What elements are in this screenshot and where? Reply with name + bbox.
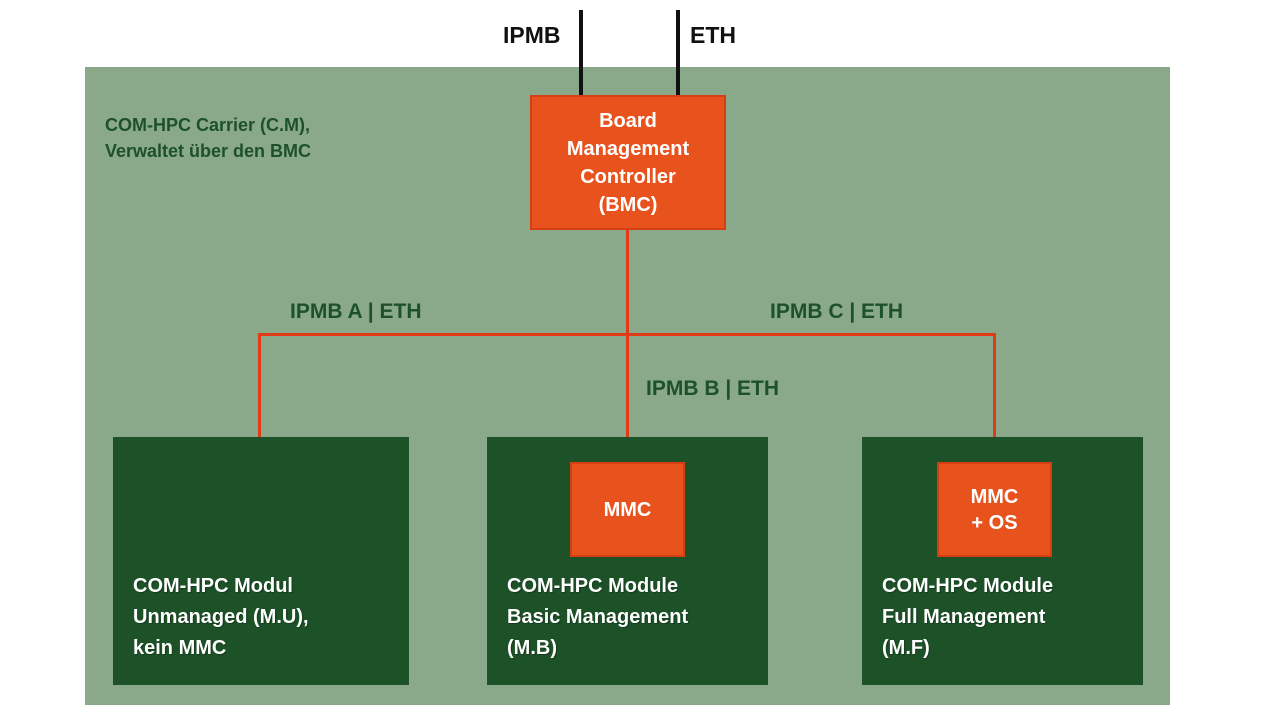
- bus-drop-right-line: [993, 333, 996, 462]
- bmc-line4: (BMC): [598, 194, 658, 216]
- bus-horizontal-line: [258, 333, 996, 336]
- carrier-label-line1: COM-HPC Carrier (C.M),: [105, 115, 311, 135]
- mmc-os-chip: MMC + OS: [937, 462, 1052, 557]
- bus-label-ipmb-a: IPMB A | ETH: [290, 300, 422, 323]
- bus-label-ipmb-b: IPMB B | ETH: [646, 377, 780, 400]
- module-unmanaged-line1: COM-HPC Modul: [133, 575, 293, 597]
- module-basic-label: COM-HPC Module Basic Management (M.B): [507, 571, 688, 664]
- ipmb-top-line: [579, 10, 583, 98]
- module-basic-line2: Basic Management: [507, 606, 689, 628]
- bus-drop-left-line: [258, 333, 261, 437]
- mmc-chip: MMC: [570, 462, 685, 557]
- carrier-label-line2: Verwaltet über den BMC: [105, 141, 312, 161]
- module-full-line3: (M.F): [882, 637, 930, 659]
- bmc-line3: Controller: [580, 166, 676, 188]
- module-basic: MMC COM-HPC Module Basic Management (M.B…: [487, 437, 768, 685]
- module-unmanaged: COM-HPC Modul Unmanaged (M.U), kein MMC: [113, 437, 409, 685]
- bus-label-ipmb-c: IPMB C | ETH: [770, 300, 904, 323]
- bmc-box: Board Management Controller (BMC): [530, 95, 726, 230]
- module-unmanaged-line3: kein MMC: [133, 637, 227, 659]
- bmc-line1: Board: [599, 110, 657, 132]
- module-basic-line3: (M.B): [507, 637, 557, 659]
- bmc-line2: Management: [566, 138, 690, 160]
- mmc-chip-label: MMC: [603, 498, 652, 521]
- mmc-os-chip-line2: + OS: [971, 511, 1018, 534]
- mmc-os-chip-line1: MMC: [970, 485, 1019, 508]
- ipmb-top-label: IPMB: [503, 22, 561, 48]
- eth-top-line: [676, 10, 680, 98]
- module-unmanaged-label: COM-HPC Modul Unmanaged (M.U), kein MMC: [133, 571, 309, 664]
- module-full-line1: COM-HPC Module: [882, 575, 1054, 597]
- carrier-label: COM-HPC Carrier (C.M), Verwaltet über de…: [105, 112, 311, 164]
- module-full-line2: Full Management: [882, 606, 1046, 628]
- module-full: MMC + OS COM-HPC Module Full Management …: [862, 437, 1143, 685]
- eth-top-label: ETH: [690, 22, 736, 48]
- module-full-label: COM-HPC Module Full Management (M.F): [882, 571, 1053, 664]
- bmc-to-basic-line: [626, 230, 629, 462]
- module-unmanaged-line2: Unmanaged (M.U),: [133, 606, 309, 628]
- module-basic-line1: COM-HPC Module: [507, 575, 679, 597]
